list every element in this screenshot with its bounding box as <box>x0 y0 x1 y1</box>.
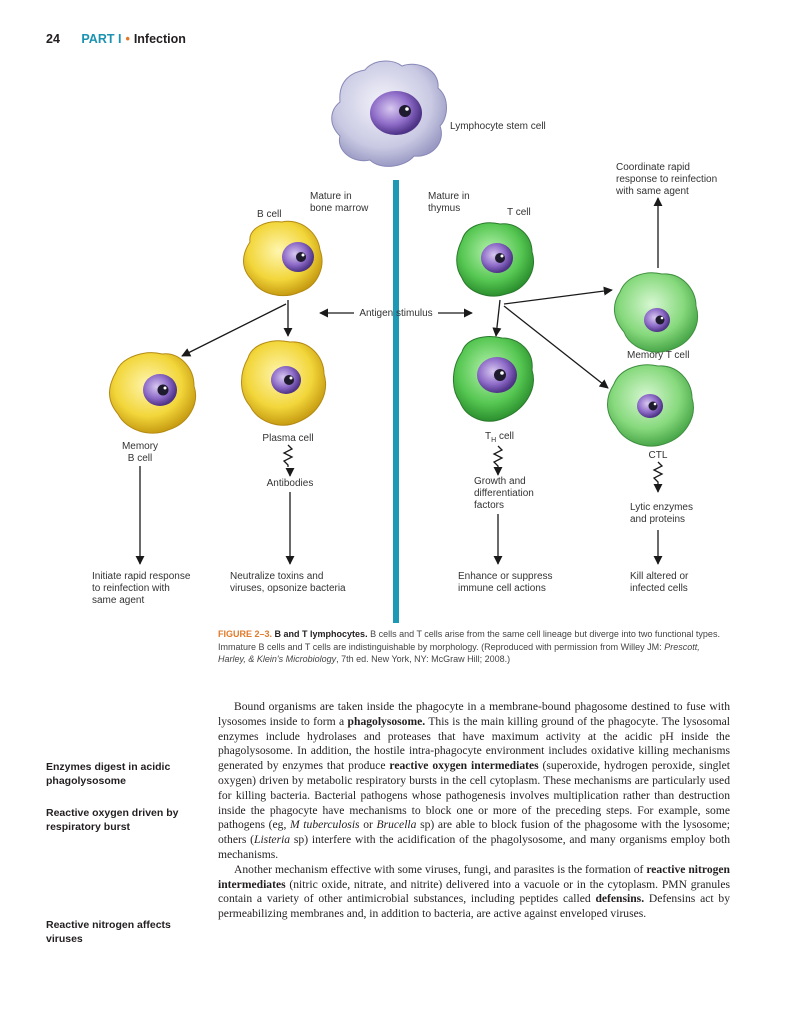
label-growth-1: Growth and <box>474 476 526 487</box>
memory-t-cell <box>614 272 698 353</box>
label-stem-cell: Lymphocyte stem cell <box>450 121 546 132</box>
header-separator: • <box>125 32 130 46</box>
label-outcome-3a: Enhance or suppress <box>458 571 553 582</box>
paragraph-2: Another mechanism effective with some vi… <box>218 862 731 921</box>
label-outcome-2a: Neutralize toxins and <box>230 571 323 582</box>
label-outcome-1b: to reinfection with <box>92 583 170 594</box>
stem-cell <box>331 60 447 167</box>
caption-label: FIGURE 2–3. <box>218 629 273 639</box>
label-growth-3: factors <box>474 500 504 511</box>
b-cell <box>243 220 323 296</box>
label-outcome-3b: immune cell actions <box>458 583 546 594</box>
ctl-cell <box>607 364 694 447</box>
label-coordinate-3: with same agent <box>615 186 689 197</box>
label-lytic-2: and proteins <box>630 514 685 525</box>
caption-text-2: , 7th ed. New York, NY: McGraw Hill; 200… <box>336 654 511 664</box>
label-lytic-1: Lytic enzymes <box>630 502 693 513</box>
label-outcome-1c: same agent <box>92 595 144 606</box>
label-thymus-2: thymus <box>428 203 460 214</box>
running-header: 24 PART I•Infection <box>46 32 186 46</box>
label-memory-b-2: B cell <box>128 453 152 464</box>
label-t-cell: T cell <box>507 207 531 218</box>
label-memory-t-cell: Memory T cell <box>627 350 689 361</box>
label-outcome-4a: Kill altered or <box>630 571 689 582</box>
body-text: Bound organisms are taken inside the pha… <box>218 700 730 922</box>
plasma-cell <box>241 340 326 426</box>
caption-book-title: Prescott, Harley, & Klein's Microbiology <box>218 641 700 665</box>
label-outcome-4b: infected cells <box>630 583 688 594</box>
label-th-cell: TH cell <box>485 431 514 444</box>
label-coordinate-1: Coordinate rapid <box>616 162 690 173</box>
arrows <box>135 197 664 565</box>
label-b-cell: B cell <box>257 209 281 220</box>
margin-note-oxygen: Reactive oxygen driven by respiratory bu… <box>46 807 179 833</box>
label-ctl: CTL <box>649 450 668 461</box>
label-thymus-1: Mature in <box>428 191 470 202</box>
section-title: Infection <box>133 32 186 46</box>
label-bone-marrow-1: Mature in <box>310 191 352 202</box>
label-outcome-1a: Initiate rapid response <box>92 571 191 582</box>
lymphocyte-figure: Lymphocyte stem cell Mature in bone marr… <box>92 60 717 623</box>
label-antigen-stimulus: Antigen stimulus <box>359 308 432 319</box>
label-coordinate-2: response to reinfection <box>616 174 717 185</box>
t-cell <box>456 222 534 297</box>
label-antibodies: Antibodies <box>267 478 314 489</box>
label-outcome-2b: viruses, opsonize bacteria <box>230 583 346 594</box>
caption-title: B and T lymphocytes. <box>274 629 368 639</box>
figure-caption: FIGURE 2–3. B and T lymphocytes. B cells… <box>218 628 730 666</box>
divider-bar <box>393 180 399 623</box>
label-plasma-cell: Plasma cell <box>262 433 313 444</box>
th-cell <box>453 336 534 422</box>
paragraph-1: Bound organisms are taken inside the pha… <box>218 700 731 861</box>
page-number: 24 <box>46 32 60 46</box>
margin-note-nitrogen: Reactive nitrogen affects viruses <box>46 919 171 945</box>
label-memory-b-1: Memory <box>122 441 158 452</box>
caption-text-1: B cells and T cells arise from the same … <box>218 629 720 652</box>
margin-note-acidic: Enzymes digest in acidic phagolysosome <box>46 761 171 787</box>
label-growth-2: differentiation <box>474 488 534 499</box>
label-bone-marrow-2: bone marrow <box>310 203 369 214</box>
memory-b-cell <box>109 352 196 434</box>
part-label: PART I <box>81 32 122 46</box>
